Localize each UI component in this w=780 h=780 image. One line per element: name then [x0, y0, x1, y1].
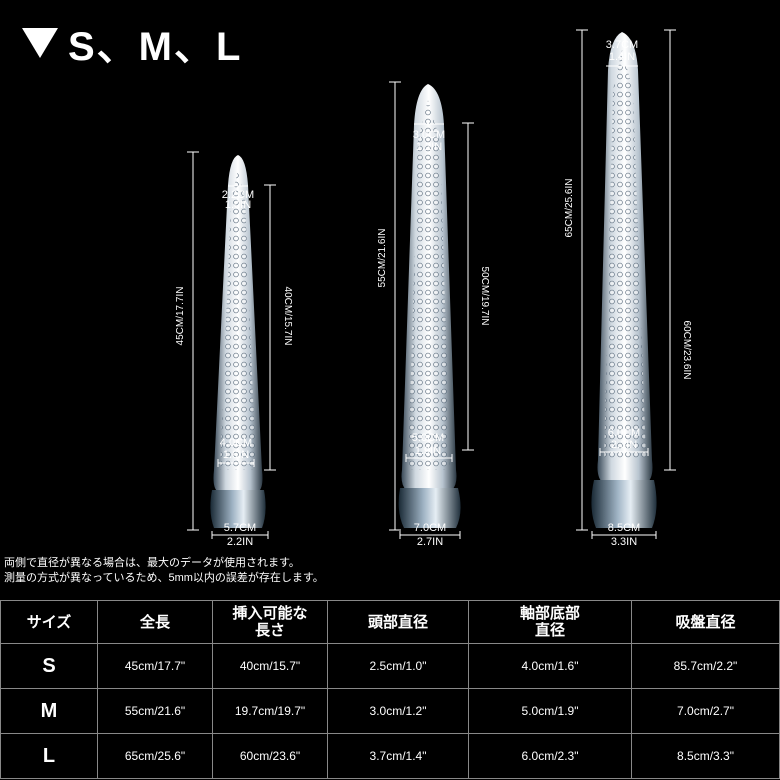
- table-cell: 3.7cm/1.4": [327, 733, 469, 779]
- product-l-shaft-cm: 6.0CM: [608, 427, 640, 439]
- product-l-shaft-in: 2.3IN: [611, 439, 637, 451]
- table-cell: 6.0cm/2.3": [468, 733, 632, 779]
- product-l-base-cm: 8.5CM: [608, 522, 640, 534]
- table-cell: 60cm/23.6": [212, 733, 328, 779]
- table-row: M 55cm/21.6" 19.7cm/19.7" 3.0cm/1.2" 5.0…: [0, 688, 780, 734]
- product-s-base-in: 2.2IN: [227, 536, 253, 548]
- product-s-head-cm: 2.2CM: [222, 189, 254, 201]
- product-l-base-in: 3.3IN: [611, 536, 637, 548]
- product-s-base: [210, 490, 266, 528]
- size-title: S、M、L: [68, 25, 243, 69]
- product-l: 65CM/25.6IN 60CM/23.6IN 3.7CM 1.4IN 6.0C…: [564, 29, 692, 548]
- table-cell: 45cm/17.7": [97, 643, 213, 689]
- product-m-base-cm: 7.0CM: [414, 522, 446, 534]
- product-m-base-in: 2.7IN: [417, 536, 443, 548]
- product-m-shaft-in: 1.9IN: [415, 445, 441, 457]
- product-m-base: [398, 488, 461, 528]
- product-m-head-in: 1.2IN: [416, 141, 442, 153]
- product-l-insert-length: 60CM/23.6IN: [681, 321, 692, 380]
- table-header-row: サイズ 全長 挿入可能な 長さ 頭部直径 軸部底部 直径 吸盤直径: [0, 600, 780, 644]
- product-s-base-cm: 5.7CM: [224, 522, 256, 534]
- table-cell: 19.7cm/19.7": [212, 688, 328, 734]
- table-cell: 3.0cm/1.2": [327, 688, 469, 734]
- product-l-total-length: 65CM/25.6IN: [564, 179, 575, 238]
- product-s-insert-length: 40CM/15.7IN: [282, 287, 293, 346]
- disclaimer-notes: 両側で直径が異なる場合は、最大のデータが使用されます。 測量の方式が異なっている…: [4, 556, 324, 586]
- product-m-shaft-cm: 5.0CM: [412, 432, 444, 444]
- product-m-insert-length: 50CM/19.7IN: [479, 267, 490, 326]
- table-cell-size: S: [0, 643, 98, 689]
- table-cell: 4.0cm/1.6": [468, 643, 632, 689]
- header-base-diameter: 吸盤直径: [631, 600, 780, 644]
- product-m-total-length: 55CM/21.6IN: [377, 229, 388, 288]
- product-s-total-length: 45CM/17.7IN: [175, 287, 186, 346]
- header-insert-length: 挿入可能な 長さ: [212, 600, 328, 644]
- table-cell: 65cm/25.6": [97, 733, 213, 779]
- table-cell: 40cm/15.7": [212, 643, 328, 689]
- note-line: 両側で直径が異なる場合は、最大のデータが使用されます。: [4, 557, 300, 569]
- product-m: 55CM/21.6IN 50CM/19.7IN 3.0CM 1.2IN 5.0C…: [377, 81, 490, 548]
- table-cell: 85.7cm/2.2": [631, 643, 780, 689]
- product-s: 45CM/17.7IN 40CM/15.7IN 2.2CM 1.0IN 4.0C…: [175, 151, 293, 548]
- note-line: 測量の方式が異なっているため、5mm以内の誤差が存在します。: [4, 572, 324, 584]
- product-s-shaft-cm: 4.0CM: [220, 437, 252, 449]
- product-m-head-cm: 3.0CM: [413, 129, 445, 141]
- size-spec-table: サイズ 全長 挿入可能な 長さ 頭部直径 軸部底部 直径 吸盤直径 S 45cm…: [0, 600, 780, 779]
- product-l-head-in: 1.4IN: [609, 51, 635, 63]
- table-cell: 5.0cm/1.9": [468, 688, 632, 734]
- product-figures: 45CM/17.7IN 40CM/15.7IN 2.2CM 1.0IN 4.0C…: [175, 29, 692, 548]
- page-title: S、M、L: [22, 14, 242, 72]
- product-l-head-cm: 3.7CM: [606, 39, 638, 51]
- table-cell: 8.5cm/3.3": [631, 733, 780, 779]
- table-cell: 7.0cm/2.7": [631, 688, 780, 734]
- table-cell-size: M: [0, 688, 98, 734]
- table-cell: 55cm/21.6": [97, 688, 213, 734]
- product-s-shaft-in: 1.6IN: [223, 449, 249, 461]
- table-cell: 2.5cm/1.0": [327, 643, 469, 689]
- header-head-diameter: 頭部直径: [327, 600, 469, 644]
- table-row: S 45cm/17.7" 40cm/15.7" 2.5cm/1.0" 4.0cm…: [0, 643, 780, 689]
- header-shaft-diameter: 軸部底部 直径: [468, 600, 632, 644]
- header-size: サイズ: [0, 600, 98, 644]
- header-total-length: 全長: [97, 600, 213, 644]
- table-cell-size: L: [0, 733, 98, 779]
- product-l-base: [591, 480, 657, 528]
- product-s-head-in: 1.0IN: [225, 199, 251, 211]
- triangle-down-icon: [22, 28, 58, 58]
- table-row: L 65cm/25.6" 60cm/23.6" 3.7cm/1.4" 6.0cm…: [0, 733, 780, 779]
